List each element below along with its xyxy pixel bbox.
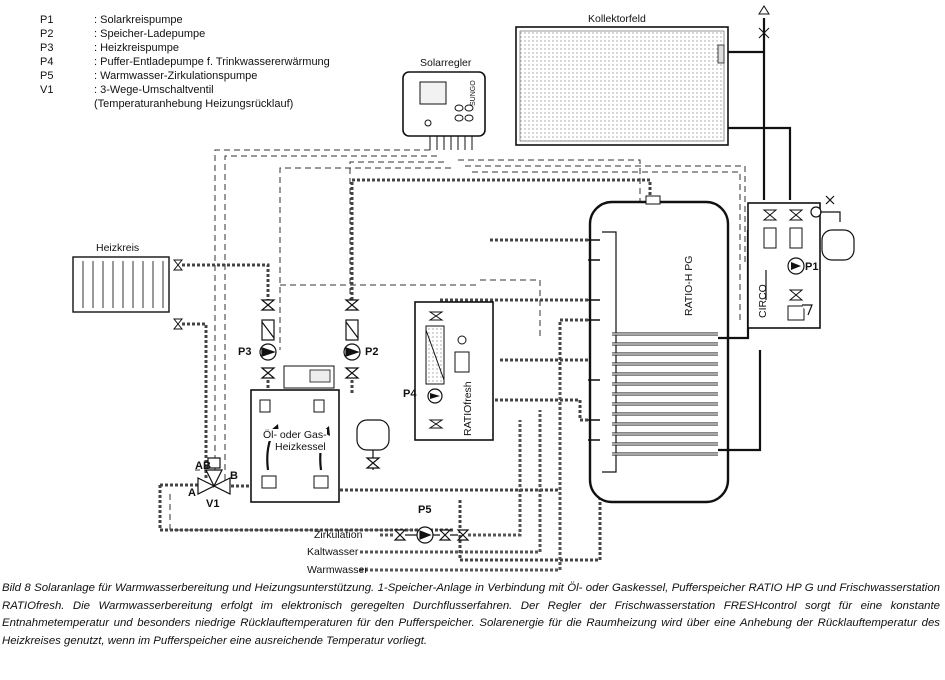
solar-pipes <box>728 18 792 200</box>
boiler-label-line2: Heizkessel <box>275 441 326 453</box>
legend-code: P5 <box>40 70 54 82</box>
heating-circuit-label: Heizkreis <box>96 242 140 254</box>
legend-description: : Warmwasser-Zirkulationspumpe <box>94 70 258 82</box>
fresh-water-station <box>414 301 494 441</box>
heating-pipes <box>158 178 652 562</box>
p2-label: P2 <box>365 346 379 358</box>
collector-label: Kollektorfeld <box>588 13 646 25</box>
port-ab-label: AB <box>195 460 211 472</box>
legend-code: P3 <box>40 42 54 54</box>
controller-label: Solarregler <box>420 57 472 69</box>
p1-label: P1 <box>805 261 819 273</box>
circo-label: CIRCO <box>757 284 769 318</box>
p3-pump-group <box>259 299 277 379</box>
p5-label: P5 <box>418 504 432 516</box>
p5-pump-group <box>393 526 470 544</box>
legend-code: P1 <box>40 14 54 26</box>
legend-code: V1 <box>40 84 54 96</box>
legend-description: : Speicher-Ladepumpe <box>94 28 206 40</box>
solar-collector <box>515 26 729 146</box>
three-way-valve-icon <box>197 457 231 495</box>
port-b-label: B <box>230 470 238 482</box>
v1-label: V1 <box>206 498 220 510</box>
figure-caption: Bild 8 Solaranlage für Warmwasserbereitu… <box>2 582 940 647</box>
buffer-tank-label: RATIO-H PG <box>683 255 695 316</box>
radiator <box>72 256 170 313</box>
supply-lines <box>360 380 562 572</box>
legend-code: P2 <box>40 28 54 40</box>
legend-description: : 3-Wege-Umschaltventil <box>94 84 214 96</box>
legend-code: P4 <box>40 56 54 68</box>
solar-controller <box>402 71 486 150</box>
expansion-vessel-solar <box>802 195 855 316</box>
expansion-vessel-heating <box>356 419 390 470</box>
boiler-label-line1: Öl- oder Gas- <box>263 429 327 441</box>
legend-description: : Heizkreispumpe <box>94 42 179 54</box>
port-a-label: A <box>188 487 196 499</box>
air-vent-icon <box>758 5 770 39</box>
legend-description: (Temperaturanhebung Heizungsrücklauf) <box>94 98 294 110</box>
circulation-label: Zirkulation <box>314 529 363 541</box>
p3-label: P3 <box>238 346 252 358</box>
legend-description: : Puffer-Entladepumpe f. Trinkwassererwä… <box>94 56 330 68</box>
cold-water-label: Kaltwasser <box>307 546 359 558</box>
legend-description: : Solarkreispumpe <box>94 14 183 26</box>
controller-brand-label: SUNGO <box>470 80 477 106</box>
p4-label: P4 <box>403 388 417 400</box>
hot-water-label: Warmwasser <box>307 564 368 576</box>
radiator-valve-icon <box>172 259 184 330</box>
buffer-tank <box>588 195 762 504</box>
fresh-station-label: RATIOfresh <box>462 381 474 436</box>
p2-pump-group <box>343 299 361 379</box>
